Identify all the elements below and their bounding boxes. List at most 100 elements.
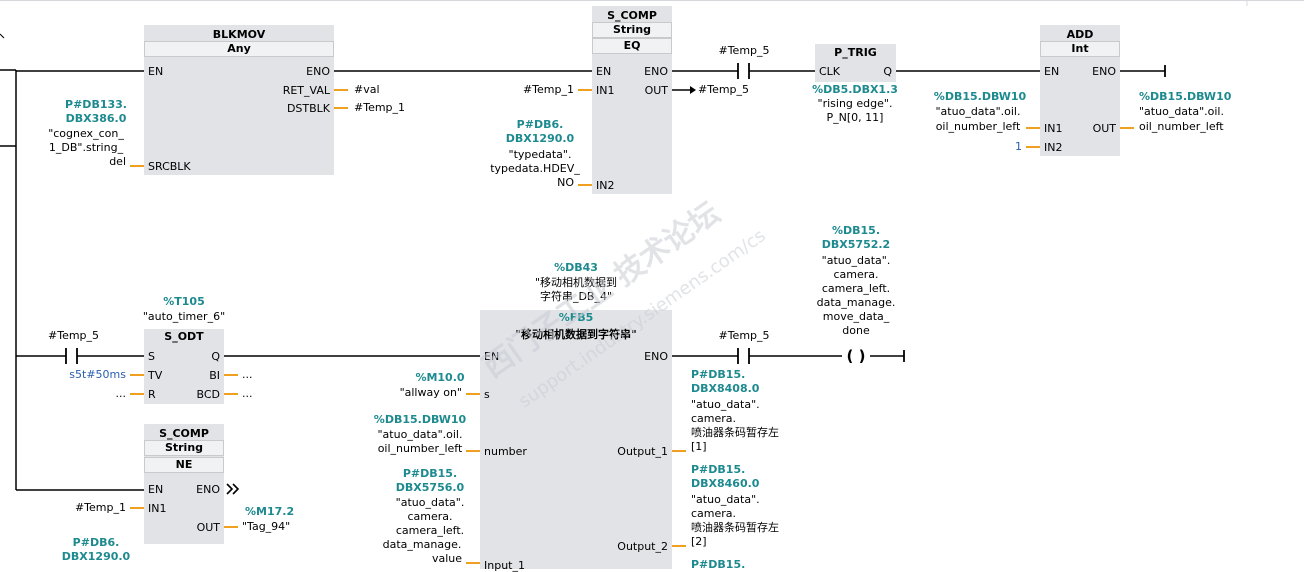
operand-output2-sym3[interactable]: 喷油器条码暂存左 (691, 521, 779, 534)
contact-temp5-n2[interactable]: #Temp_5 (48, 329, 100, 342)
operand-srcblk-addr1[interactable]: P#DB133. (65, 98, 127, 111)
operand-output2-sym4[interactable]: [2] (691, 535, 707, 548)
contact-temp5-top[interactable]: #Temp_5 (718, 44, 770, 57)
operand-input1-addr2[interactable]: DBX5756.0 (395, 481, 465, 494)
operand-output1-sym1[interactable]: "atuo_data". (691, 398, 760, 411)
pin-in1: IN1 (596, 84, 615, 97)
coil-sym6[interactable]: done (842, 324, 870, 337)
operand-tv[interactable]: s5t#50ms (69, 368, 126, 381)
operand-ne-in2-addr2[interactable]: DBX1290.0 (61, 550, 131, 563)
operand-number-sym1[interactable]: "atuo_data".oil. (377, 428, 463, 441)
fb-instance-sym1[interactable]: "移动相机数据到 (534, 276, 618, 289)
block-title: P_TRIG (834, 46, 877, 59)
operand-output1-addr2[interactable]: DBX8408.0 (691, 382, 760, 395)
ptrig-block[interactable]: P_TRIG CLK Q (815, 44, 896, 82)
operand-retval[interactable]: #val (354, 83, 380, 96)
operand-eq-in2-addr2[interactable]: DBX1290.0 (505, 132, 575, 145)
operand-output2-addr1[interactable]: P#DB15. (691, 463, 746, 476)
operand-ne-in2-addr1[interactable]: P#DB6. (72, 536, 120, 549)
operand-s-sym[interactable]: "allway on" (399, 386, 462, 399)
operand-eq-in2-sym1[interactable]: "typedata". (508, 148, 572, 161)
coil-sym1[interactable]: "atuo_data". (821, 254, 891, 267)
sodt-block[interactable]: S_ODT S Q TV BI R BCD (144, 329, 224, 404)
operand-add-in1-sym2[interactable]: oil_number_left (935, 120, 1021, 133)
operand-add-out-sym1[interactable]: "atuo_data".oil. (1139, 105, 1224, 118)
operand-add-in1-addr[interactable]: %DB15.DBW10 (933, 90, 1027, 103)
coil-sym2[interactable]: camera. (833, 268, 879, 281)
operand-eq-out[interactable]: #Temp_5 (698, 83, 750, 96)
operand-r[interactable]: ... (115, 387, 127, 400)
pin-tv: TV (148, 369, 163, 382)
operand-srcblk-sym2[interactable]: 1_DB".string_ (48, 141, 124, 154)
operand-output3-addr1[interactable]: P#DB15. (691, 558, 746, 571)
pin-in2: IN2 (1044, 141, 1063, 154)
operand-input1-sym4[interactable]: data_manage. (382, 538, 462, 551)
operand-output1-sym3[interactable]: 喷油器条码暂存左 (691, 426, 779, 439)
fb-instance-addr[interactable]: %DB43 (554, 261, 598, 274)
timer-addr[interactable]: %T105 (163, 295, 205, 308)
operand-srcblk-addr2[interactable]: DBX386.0 (65, 112, 127, 125)
coil-addr1[interactable]: %DB15. (831, 224, 881, 237)
operand-input1-sym5[interactable]: value (431, 552, 462, 565)
operand-ptrig-sym2[interactable]: P_N[0, 11] (826, 111, 884, 124)
pin-in1: IN1 (148, 502, 167, 515)
pin-eno: ENO (196, 483, 220, 496)
operand-output1-sym4[interactable]: [1] (691, 440, 707, 453)
pin-out: OUT (1092, 122, 1116, 135)
operand-input1-sym2[interactable]: camera. (407, 510, 453, 523)
operand-input1-sym1[interactable]: "atuo_data". (395, 496, 465, 509)
timer-sym[interactable]: "auto_timer_6" (142, 310, 226, 323)
operand-bi[interactable]: ... (242, 368, 253, 381)
pin-clk: CLK (819, 65, 841, 78)
operand-input1-addr1[interactable]: P#DB15. (402, 467, 458, 480)
scomp-eq-block[interactable]: S_COMP String EQ EN ENO IN1 OUT IN2 (592, 6, 672, 194)
operand-add-in2[interactable]: 1 (1015, 140, 1022, 153)
operand-eq-in2-sym2[interactable]: typedata.HDEV_ (490, 162, 580, 175)
scomp-ne-block[interactable]: S_COMP String NE EN ENO IN1 OUT (144, 424, 224, 544)
block-type: String (592, 22, 672, 38)
pin-srcblk: SRCBLK (148, 160, 191, 173)
operand-eq-in2-sym3[interactable]: NO (557, 176, 574, 189)
operand-ne-out-sym[interactable]: "Tag_94" (242, 520, 291, 533)
fb-instance-sym2[interactable]: 字符串_DB_4" (539, 290, 613, 303)
operand-output1-addr1[interactable]: P#DB15. (691, 368, 746, 381)
operand-eq-in2-addr1[interactable]: P#DB6. (516, 118, 564, 131)
operand-number-addr[interactable]: %DB15.DBW10 (373, 413, 467, 426)
blkmov-block[interactable]: BLKMOV Any EN ENO RET_VAL DSTBLK SRCBLK (144, 25, 334, 175)
operand-add-in1-sym1[interactable]: "atuo_data".oil. (935, 105, 1021, 118)
operand-output2-addr2[interactable]: DBX8460.0 (691, 477, 760, 490)
operand-s-addr[interactable]: %M10.0 (415, 371, 465, 384)
pin-en: EN (1044, 65, 1060, 78)
operand-ne-out-addr[interactable]: %M17.2 (245, 505, 295, 518)
pin-in1: IN1 (1044, 122, 1063, 135)
block-op: NE (144, 457, 224, 473)
coil-sym4[interactable]: data_manage. (816, 296, 896, 309)
operand-ptrig-sym1[interactable]: "rising edge". (817, 97, 893, 110)
operand-output1-sym2[interactable]: camera. (691, 412, 737, 425)
pin-q: Q (883, 65, 892, 78)
operand-bcd[interactable]: ... (242, 387, 253, 400)
operand-srcblk-sym3[interactable]: del (109, 155, 126, 168)
operand-ptrig-addr[interactable]: %DB5.DBX1.3 (812, 83, 898, 96)
coil-sym3[interactable]: camera_left. (821, 282, 891, 295)
pin-eno: ENO (306, 65, 330, 78)
contact-temp5-n2b[interactable]: #Temp_5 (718, 329, 770, 342)
operand-number-sym2[interactable]: oil_number_left (377, 442, 463, 455)
operand-eq-in1[interactable]: #Temp_1 (522, 83, 574, 96)
operand-input1-sym3[interactable]: camera_left. (395, 524, 465, 537)
add-block[interactable]: ADD Int EN ENO IN1 OUT IN2 (1040, 25, 1120, 156)
operand-dstblk[interactable]: #Temp_1 (354, 101, 406, 114)
operand-ne-in1[interactable]: #Temp_1 (74, 501, 126, 514)
fb-addr: %FB5 (558, 311, 594, 324)
coil-sym5[interactable]: move_data_ (822, 310, 890, 323)
operand-output2-sym2[interactable]: camera. (691, 507, 737, 520)
block-type: Int (1040, 41, 1120, 57)
operand-add-out-sym2[interactable]: oil_number_left (1139, 120, 1224, 133)
operand-output2-sym1[interactable]: "atuo_data". (691, 493, 760, 506)
operand-add-out-addr[interactable]: %DB15.DBW10 (1139, 90, 1232, 103)
coil-symbol[interactable]: ( ) (846, 347, 866, 365)
coil-addr2[interactable]: DBX5752.2 (821, 238, 891, 251)
fb5-block[interactable]: %FB5 "移动相机数据到字符串" EN ENO s number Output… (480, 310, 672, 572)
operand-srcblk-sym1[interactable]: "cognex_con_ (48, 127, 124, 140)
